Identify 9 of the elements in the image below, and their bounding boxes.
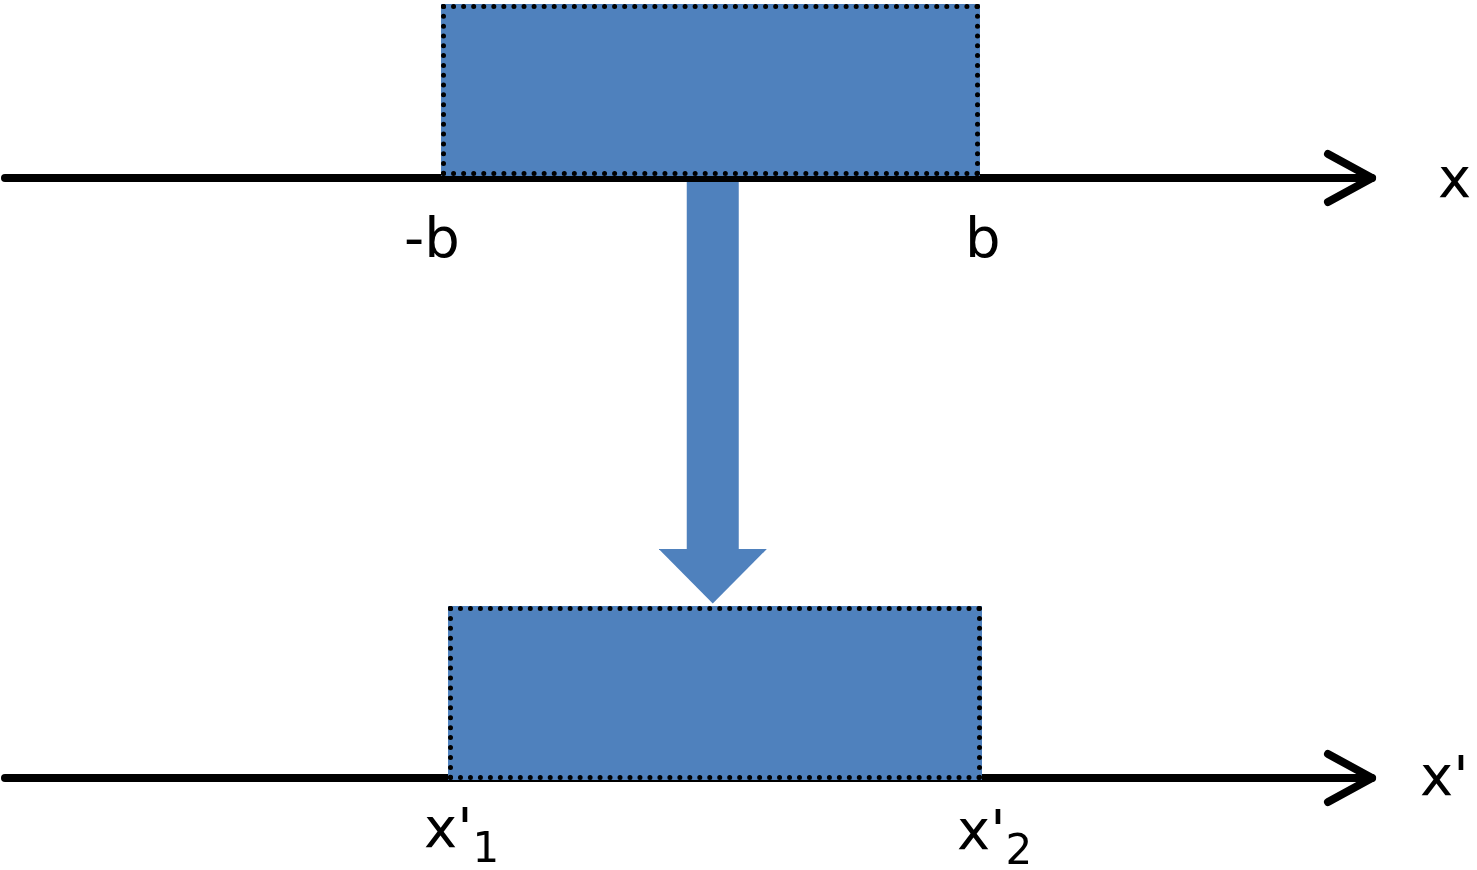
arrow [658, 182, 767, 604]
tick-label: -b [404, 210, 460, 266]
tick-label: x'$_{1}$ [424, 800, 500, 869]
axis-label: x' [1420, 748, 1469, 804]
tick-label: b [965, 210, 1001, 266]
dotted-rectangle [441, 4, 980, 176]
axis-label: x [1438, 150, 1472, 206]
tick-label: x'$_{2}$ [957, 802, 1033, 870]
dotted-rectangle [448, 606, 982, 780]
